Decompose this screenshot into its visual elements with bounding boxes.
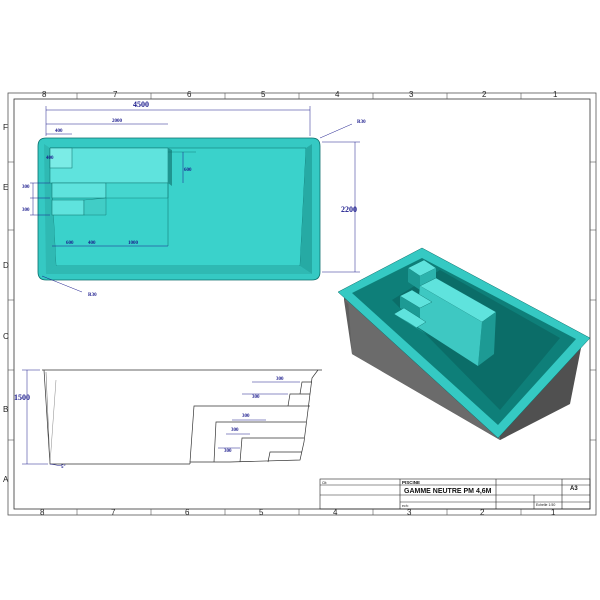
bench-face-3d [478,312,496,366]
step-dim: 300 [252,395,260,400]
dim-total-width: 2200 [341,205,357,214]
dim-depth: 1500 [14,393,30,402]
dim-top-400: 400 [55,129,63,134]
column-labels-bottom: 8 7 6 5 4 3 2 1 [40,508,556,517]
format-label: A3 [570,486,578,492]
col-label: 1 [553,90,558,99]
column-labels-top: 8 7 6 5 4 3 2 1 [42,90,558,99]
dim-radius-bottom: R30 [88,293,97,298]
col-label: 6 [187,90,192,99]
title-block [319,478,591,510]
bench-front [168,148,172,186]
dim-step-zone: 2000 [112,119,123,124]
col-label: 8 [42,90,47,99]
col-label: 5 [259,508,264,517]
dim-step-300-b: 300 [22,208,30,213]
step-1 [51,182,107,199]
dim-radius-top: R30 [357,120,366,125]
pool-plan-view [37,137,321,281]
dim-bottom-600: 600 [66,241,74,246]
frame-ticks [8,93,596,515]
row-label: E [3,183,8,192]
bench-side [105,182,169,199]
title-text: GAMME NEUTRE PM 4,6M [404,488,492,495]
title-small-scale: Echelle 1:50 [536,503,555,507]
step-block-front [408,268,420,290]
dim-angle: 5° [61,465,66,470]
bench-side-3d [416,286,482,366]
row-label: D [3,261,9,270]
col-label: 4 [335,90,340,99]
steps-shadow [83,197,107,216]
step-tier-1 [399,289,433,309]
step-tier-2 [393,307,427,329]
col-label: 4 [333,508,338,517]
step-tier-2-face [394,314,430,336]
step-dim: 300 [276,377,284,382]
dim-step-300-a: 300 [22,185,30,190]
row-label: F [3,123,8,132]
dim-left-400: 400 [46,156,54,161]
dim-bench-600: 600 [184,168,192,173]
step-2 [51,199,85,216]
col-label: 7 [113,90,118,99]
col-label: 6 [185,508,190,517]
inner-frame [13,98,591,510]
col-label: 1 [551,508,556,517]
title-label-piscine: PISCINE [402,480,420,485]
step-tier-1-face [400,296,420,320]
title-small-ech: ech: [402,504,409,508]
col-label: 3 [407,508,412,517]
plan-dimensions [30,106,360,293]
step-dim: 300 [224,449,232,454]
col-label: 2 [480,508,485,517]
outer-frame [7,92,597,516]
col-label: 8 [40,508,45,517]
col-label: 5 [261,90,266,99]
col-label: 7 [111,508,116,517]
pool-left-wall [44,144,56,274]
title-small-client: Clt: [322,481,327,485]
row-label: B [3,405,8,414]
corner-step [49,147,73,169]
dim-bottom-1000: 1000 [128,241,139,246]
step-dim: 300 [231,428,239,433]
col-label: 3 [409,90,414,99]
pool-3d-view [337,247,591,440]
step-dim: 300 [242,414,250,419]
row-label: A [3,475,9,484]
row-label: C [3,332,9,341]
dim-total-length: 4500 [133,100,149,109]
section-dimensions [22,369,300,467]
pool-bottom-wall [46,266,312,274]
dim-bottom-400: 400 [88,241,96,246]
pool-section-view [42,369,322,465]
row-labels-left: F E D C B A [3,123,9,484]
pool-right-wall [300,144,312,274]
col-label: 2 [482,90,487,99]
